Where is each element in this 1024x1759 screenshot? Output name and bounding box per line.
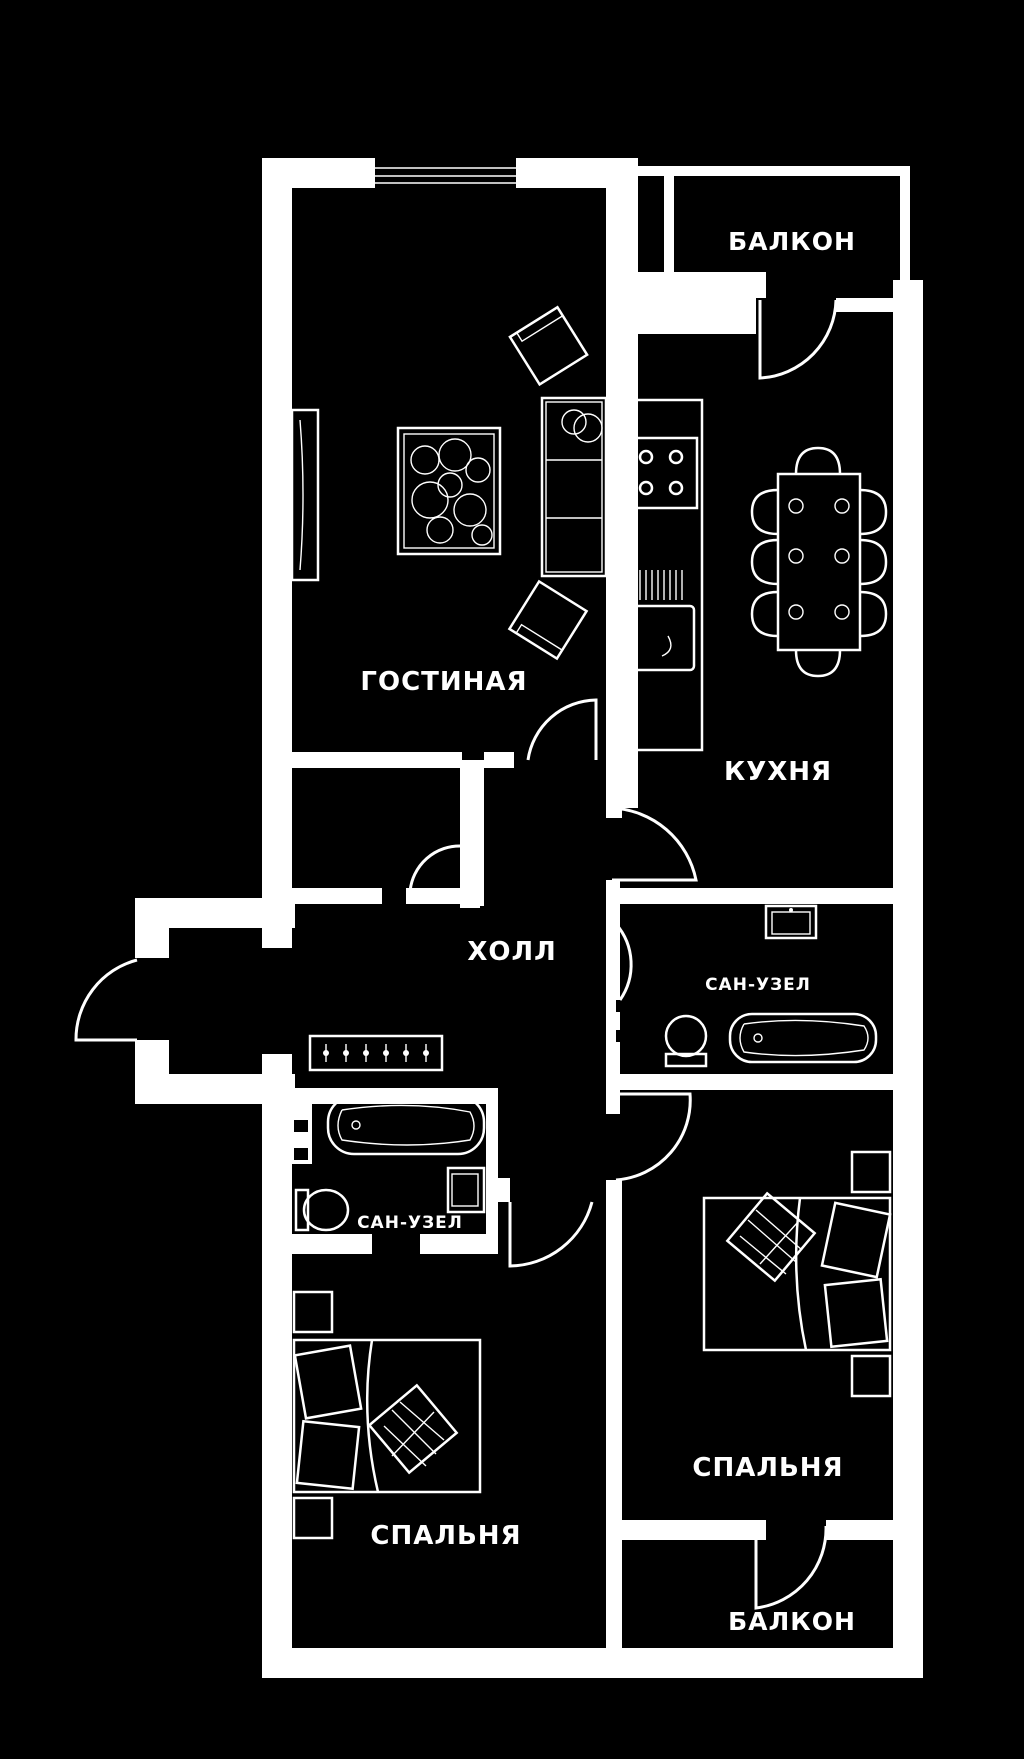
sink-icon: [626, 604, 696, 672]
bathtub-icon: [728, 1012, 878, 1064]
bed-icon: [292, 1338, 482, 1494]
chair-icon: [750, 446, 888, 678]
armchair-icon: [507, 305, 589, 661]
room-label-bath-left: САН-УЗЕЛ: [357, 1213, 463, 1233]
room-label-balcony-top: БАЛКОН: [728, 227, 856, 256]
sofa-icon: [540, 396, 608, 578]
washbasin-icon: [446, 1166, 486, 1214]
room-label-hall: ХОЛЛ: [467, 937, 556, 967]
stove-icon: [625, 436, 699, 510]
room-label-bedroom-right: СПАЛЬНЯ: [692, 1453, 843, 1483]
wardrobe-icon: [308, 1034, 444, 1072]
room-label-bath-right: САН-УЗЕЛ: [705, 975, 811, 995]
drainboard: [633, 570, 683, 600]
toilet-icon: [294, 1188, 350, 1232]
nightstand-icon: [292, 1290, 334, 1540]
door-swing-icon: [74, 299, 838, 1610]
dining-table-icon: [776, 472, 862, 652]
window-icon: [375, 167, 836, 1669]
toilet-icon: [664, 1014, 708, 1068]
room-label-living: ГОСТИНАЯ: [360, 667, 527, 697]
walls: [135, 158, 923, 1678]
room-label-balcony-bottom: БАЛКОН: [728, 1607, 856, 1636]
washbasin-icon: [764, 904, 818, 940]
nightstand-icon: [850, 1150, 892, 1398]
room-labels: БАЛКОН ГОСТИНАЯ КУХНЯ ХОЛЛ САН-УЗЕЛ САН-…: [357, 227, 856, 1636]
room-label-kitchen: КУХНЯ: [724, 757, 832, 787]
bed-icon: [702, 1191, 892, 1352]
room-label-bedroom-left: СПАЛЬНЯ: [370, 1521, 521, 1551]
tv-stand-icon: [290, 408, 320, 582]
rug-icon: [396, 426, 502, 556]
wall-niches: [294, 1000, 630, 1160]
bathtub-icon: [326, 1094, 486, 1156]
kitchen-counter: [620, 398, 704, 752]
